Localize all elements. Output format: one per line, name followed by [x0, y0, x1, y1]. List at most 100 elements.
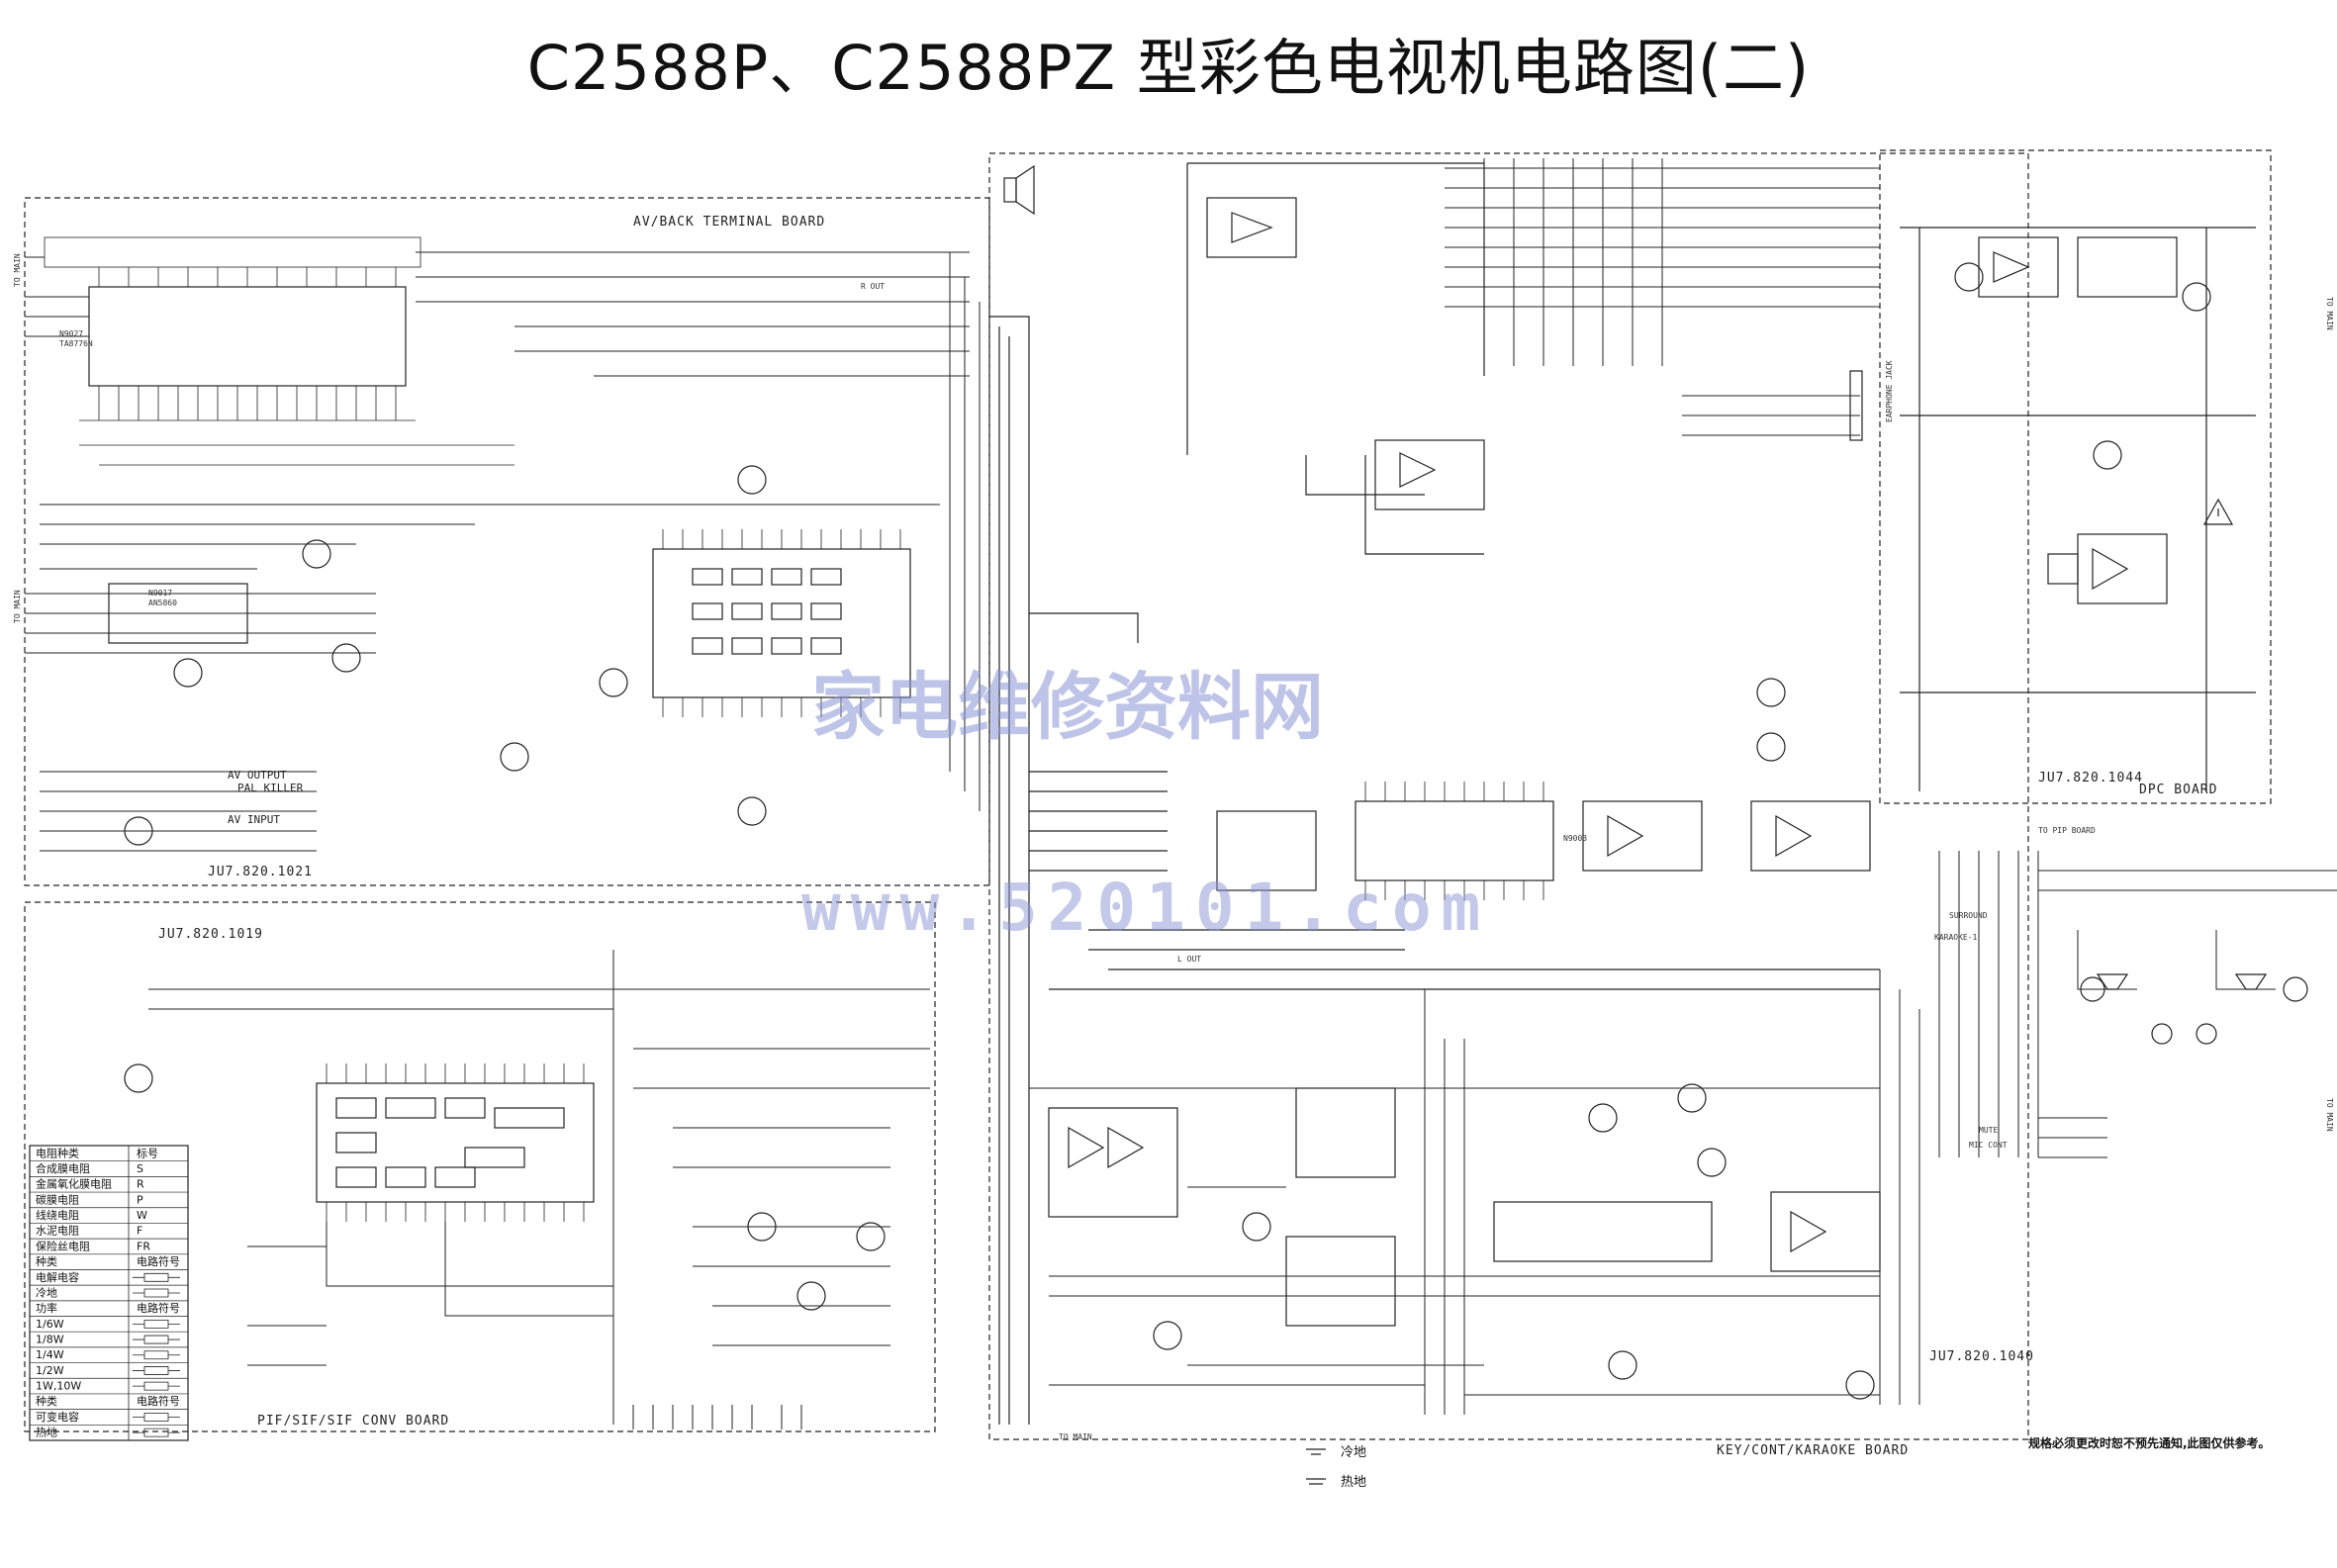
legend-symbol-icon: [133, 1366, 180, 1375]
to-main-bottom: TO MAIN: [1059, 1432, 1092, 1441]
legend-cell-type: 1/4W: [36, 1348, 64, 1361]
board-dpc: DPC BOARD JU7.820.1044: [1879, 149, 2272, 804]
ic-n9085: [1048, 1107, 1178, 1218]
board-dpc-name: DPC BOARD: [2139, 783, 2217, 797]
legend-cell-type: 合成膜电阻: [36, 1161, 90, 1175]
av-output-label: AV OUTPUT: [228, 769, 287, 782]
ic-n9003: N9003: [1355, 800, 1587, 881]
legend-symbol-icon: [133, 1288, 180, 1298]
legend-cell-symbol: W: [137, 1209, 147, 1222]
legend-cell-type: 1W,10W: [36, 1380, 81, 1393]
ic-n9003-ref: N9003: [1563, 834, 1587, 843]
ic-n9017: N9017 AN5860: [108, 583, 248, 644]
ic-n9017-ref: N9017: [148, 589, 172, 598]
board-pif-sif: PIF/SIF/SIF CONV BOARD JU7.820.1019: [24, 901, 936, 1432]
cold-ground-label: 冷地: [1341, 1445, 1366, 1460]
legend-cell-type: 1/8W: [36, 1334, 64, 1346]
legend-cell-symbol: R: [137, 1178, 144, 1191]
legend-cell-type: 种类: [36, 1254, 57, 1268]
ic-n9027-ref: N9027: [59, 329, 83, 338]
board-dpc-code: JU7.820.1044: [2038, 771, 2143, 785]
pif-wires: [148, 950, 930, 1430]
earphone-jack-icon: [1849, 370, 1863, 441]
legend-cell-type: 金属氧化膜电阻: [36, 1177, 112, 1191]
speaker-right-icon: [2196, 973, 2268, 1045]
board-pif-name: PIF/SIF/SIF CONV BOARD: [257, 1414, 449, 1429]
legend-cell-type: 种类: [36, 1394, 57, 1408]
l-out-label: L OUT: [1177, 955, 1201, 964]
legend-cell-symbol: FR: [137, 1240, 150, 1252]
ic-karaoke: [1493, 1191, 1881, 1272]
footnote: 规格必须更改时恕不预先通知,此图仅供参考。: [2028, 1435, 2271, 1450]
av-bus-wires: [25, 251, 981, 852]
ic-n9061: [1374, 439, 1485, 510]
legend-cell-type: 线绕电阻: [36, 1208, 79, 1222]
dpc-circuit: [1900, 227, 2256, 791]
board-key-cont-karaoke: KEY/CONT/KARAOKE BOARD JU7.820.1040: [988, 152, 2034, 1458]
ic-n9027: N9027 TA8776N: [44, 236, 421, 387]
to-main-left-top: TO MAIN: [13, 253, 22, 287]
dpc-warning-icon: [2202, 498, 2234, 525]
ic-key-mid: [1285, 1087, 1396, 1327]
mic-jack-icons: [2080, 976, 2308, 1002]
diode-ladder: [1445, 158, 1880, 436]
legend-cell-symbol: 电路符号: [137, 1302, 180, 1315]
av-input-label: AV INPUT: [228, 813, 280, 826]
board-pif-code: JU7.820.1019: [158, 927, 263, 942]
to-main-right-top: TO MAIN: [2325, 297, 2334, 330]
speaker-woofer-icon: [1003, 164, 1035, 216]
legend-symbol-icon: [133, 1413, 180, 1422]
to-pip-label: TO PIP BOARD: [2038, 826, 2096, 835]
legend-cell-symbol: S: [137, 1162, 143, 1175]
right-connectors: [1938, 851, 2337, 1158]
key-board-wires: [1029, 969, 1920, 1415]
legend-symbol-icon: [133, 1272, 180, 1282]
pal-killer-label: PAL KILLER: [237, 782, 304, 794]
legend-cell-type: 可变电容: [36, 1410, 79, 1424]
ic-key-centre-left: [1216, 810, 1317, 891]
ground-legend: 冷地 热地: [1306, 1445, 1366, 1490]
legend-cell-type: 电解电容: [36, 1270, 79, 1284]
ic-n9003-pins: [1364, 782, 1544, 900]
legend-cell-type: 1/2W: [36, 1364, 64, 1377]
board-av-back-terminal: AV/BACK TERMINAL BOARD JU7.820.1021: [24, 197, 990, 886]
legend-symbol-icon: [133, 1319, 180, 1329]
board-av-name: AV/BACK TERMINAL BOARD: [633, 215, 825, 230]
ic-pif-main: [316, 1082, 595, 1203]
watermark-cn: 家电维修资料网: [811, 665, 1324, 750]
pif-transistors: [124, 1063, 886, 1311]
legend-cell-type: 水泥电阻: [36, 1225, 79, 1238]
legend-cell-type: 热地: [36, 1427, 57, 1439]
r-out-label: R OUT: [861, 282, 885, 291]
legend-symbol-icon: [133, 1335, 180, 1344]
surround-label: SURROUND: [1949, 911, 1988, 920]
legend-cell-symbol: P: [137, 1193, 143, 1206]
board-key-name: KEY/CONT/KARAOKE BOARD: [1717, 1443, 1909, 1458]
legend-cell-symbol: F: [137, 1225, 142, 1238]
ic-n9027-pins: [79, 267, 514, 466]
legend-symbol-icon: [133, 1381, 180, 1391]
karaoke-label: KARAOKE-1: [1934, 933, 1978, 942]
legend-cell-type: 电阻种类: [36, 1146, 79, 1159]
ic-n9058: [1206, 197, 1297, 258]
hot-ground-label: 热地: [1341, 1475, 1366, 1490]
legend-cell-type: 保险丝电阻: [36, 1239, 90, 1252]
to-main-left-mid: TO MAIN: [13, 590, 22, 623]
pif-ic-pins: [326, 1063, 585, 1222]
central-harness: [989, 162, 1880, 1425]
legend-symbol-icon: [133, 1350, 180, 1360]
board-av-code: JU7.820.1021: [208, 865, 313, 879]
watermark-url: www.520101.com: [801, 870, 1490, 946]
legend-cell-symbol: 电路符号: [137, 1255, 180, 1268]
legend-cell-type: 碳膜电阻: [36, 1192, 79, 1206]
key-transistors: [1153, 678, 1875, 1400]
legend-cell-type: 功率: [36, 1301, 57, 1315]
mic-cont-label: MIC CONT: [1969, 1141, 2008, 1150]
ic-n9027-part: TA8776N: [59, 339, 93, 348]
earphone-jack-label: EARPHONE JACK: [1885, 360, 1894, 422]
board-key-code: JU7.820.1040: [1929, 1349, 2034, 1364]
mute-label: MUTE: [1979, 1126, 1998, 1135]
dpc-transistors: [1954, 262, 2211, 470]
